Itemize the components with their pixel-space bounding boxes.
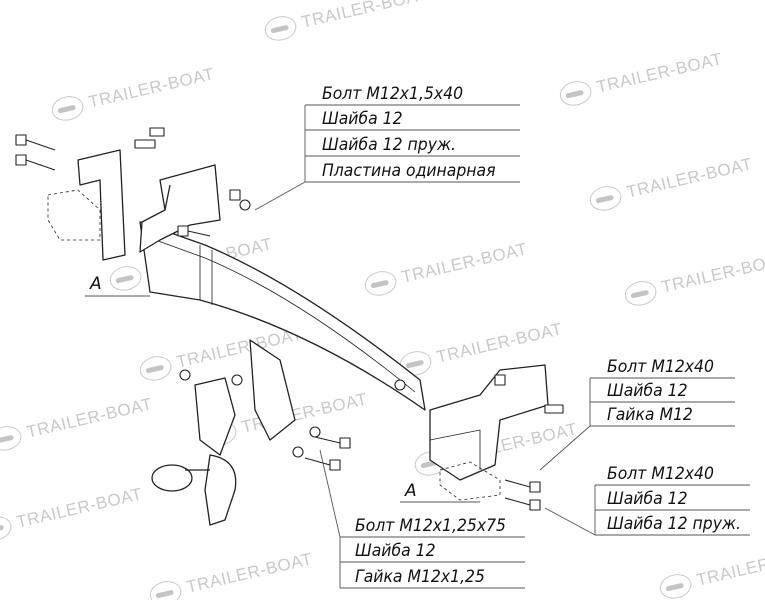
callout-line: Шайба 12: [322, 109, 403, 129]
callout-line: Шайба 12: [607, 489, 688, 509]
callout-line: Шайба 12 пруж.: [322, 135, 457, 155]
ball-mount-side: [249, 339, 296, 441]
callout-line: Болт М12х1,5х40: [322, 84, 464, 104]
callout-line: Пластина одинарная: [322, 161, 496, 181]
left-bracket-edge: [164, 184, 171, 211]
right-bracket-edge: [429, 429, 481, 470]
left-bracket: [139, 164, 221, 253]
callout-line: Гайка М12: [607, 405, 693, 425]
hidden-outline: [439, 461, 501, 501]
callout-line: Болт М12х40: [607, 464, 714, 484]
callout-line: Болт М12х1,25х75: [355, 516, 507, 536]
callout-line: Болт М12х40: [607, 357, 714, 377]
callout-line: Шайба 12: [355, 541, 436, 561]
callout-line: Шайба 12: [607, 381, 688, 401]
bolts: [15, 127, 564, 511]
crossbeam: [139, 221, 426, 411]
tow-ball-head: [151, 464, 193, 492]
callout-line: Гайка М12х1,25: [355, 567, 485, 587]
section-label-a: A: [405, 481, 417, 501]
tow-ball: [204, 454, 237, 526]
hidden-outline: [47, 189, 101, 241]
left-plate: [77, 149, 126, 261]
section-label-a: A: [90, 274, 102, 294]
crossbeam-seam: [199, 245, 213, 305]
crossbeam-edge: [149, 237, 416, 393]
callout-line: Шайба 12 пруж.: [607, 514, 742, 534]
ball-mount-plate: [194, 377, 236, 456]
right-bracket: [429, 364, 549, 481]
leader-lines: [85, 104, 750, 589]
